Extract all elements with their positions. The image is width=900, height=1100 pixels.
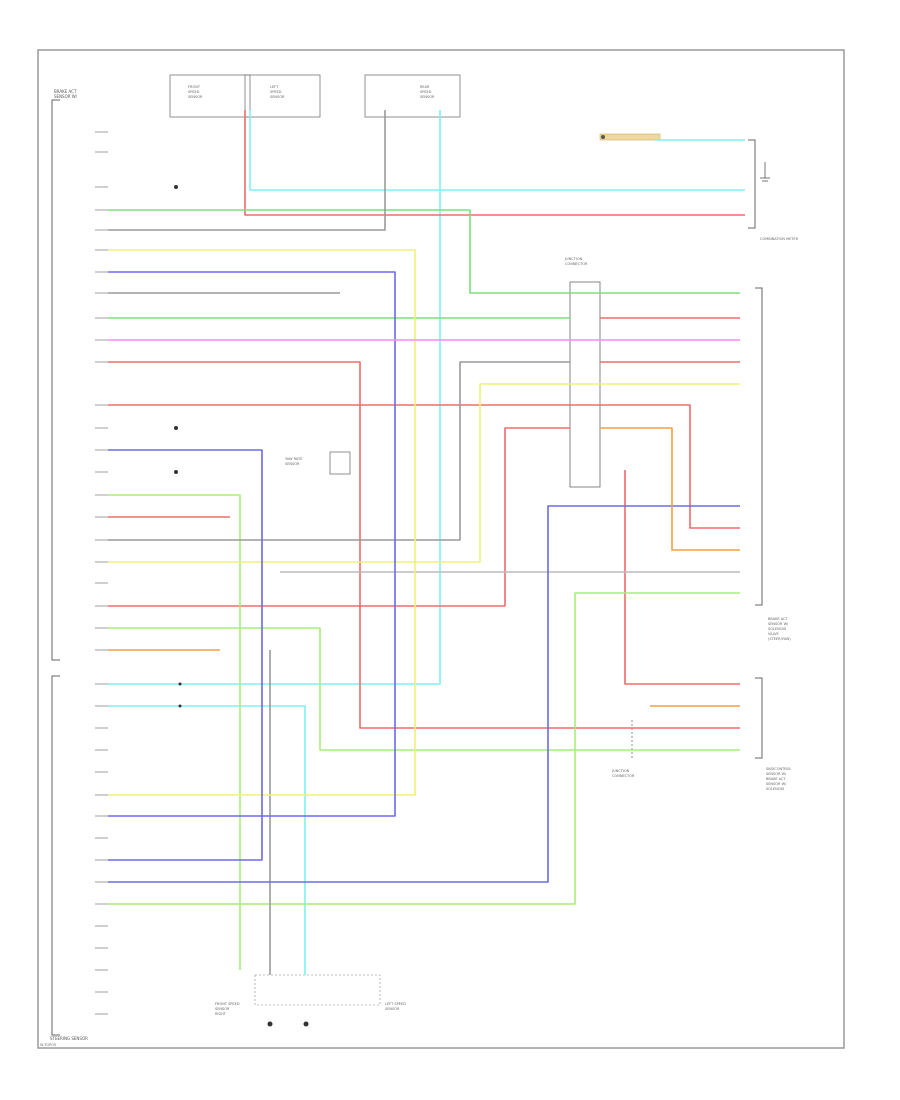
svg-text:REAR: REAR (420, 85, 430, 89)
meter-indicator (599, 133, 661, 141)
svg-text:SENSOR W/: SENSOR W/ (768, 622, 789, 626)
svg-text:FRONT: FRONT (188, 85, 201, 89)
svg-text:YAW RATE: YAW RATE (285, 457, 302, 461)
svg-text:SENSOR W/: SENSOR W/ (54, 94, 78, 99)
svg-text:RIGHT: RIGHT (215, 1012, 227, 1016)
right-ecu-label: BRAKE ACT SENSOR W/ SOLENOID VALVE (STEE… (768, 617, 791, 641)
svg-text:SENSOR: SENSOR (215, 1007, 230, 1011)
svg-text:SKIDCONTROL: SKIDCONTROL (766, 767, 791, 771)
right-ecu-lower-label: SKIDCONTROL SENSOR W/ BRAKE ACT SENSOR W… (766, 767, 791, 791)
junction-lower-label: JUNCTION CONNECTOR (611, 769, 635, 778)
top-sensor-box-b (244, 74, 321, 118)
svg-text:SPEED: SPEED (188, 90, 200, 94)
right-ecu-lower-bracket (755, 677, 763, 759)
connector-icon (303, 1021, 309, 1027)
splice-icon (178, 704, 182, 708)
svg-text:CONNECTOR: CONNECTOR (612, 774, 635, 778)
pin-ticks (95, 131, 108, 1015)
top-sensor-labels: FRONT SPEED SENSOR LEFT SPEED SENSOR REA… (188, 85, 435, 99)
ecu-bracket-bottom (51, 675, 60, 1036)
svg-text:JUNCTION: JUNCTION (611, 769, 630, 773)
combination-meter-label: COMBINATION METER (760, 237, 799, 241)
combination-meter-bracket (748, 139, 756, 229)
svg-text:SOLENOID: SOLENOID (766, 787, 785, 791)
svg-text:CONNECTOR: CONNECTOR (565, 262, 588, 266)
svg-text:SPEED: SPEED (420, 90, 432, 94)
splice-markers (174, 185, 182, 708)
svg-text:SENSOR: SENSOR (385, 1007, 400, 1011)
footer-label: W-TOPOS (40, 1043, 57, 1047)
svg-text:LEFT SPEED: LEFT SPEED (385, 1002, 406, 1006)
right-ecu-bracket (755, 287, 763, 606)
svg-text:SENSOR: SENSOR (420, 95, 435, 99)
splice-icon (174, 470, 178, 474)
svg-text:SENSOR: SENSOR (188, 95, 203, 99)
bottom-left-sensor-label: FRONT SPEED SENSOR RIGHT (215, 1002, 240, 1016)
yaw-rate-sensor-label: YAW RATE SENSOR (285, 457, 302, 466)
svg-text:LEFT: LEFT (270, 85, 279, 89)
top-sensor-box-c (364, 74, 461, 118)
svg-text:SPEED: SPEED (270, 90, 282, 94)
splice-icon (174, 185, 178, 189)
svg-text:(STEER/YAW): (STEER/YAW) (768, 637, 791, 641)
splice-icon (174, 426, 178, 430)
yaw-rate-sensor-box (329, 451, 351, 475)
diagram-frame (37, 49, 845, 1049)
svg-text:SENSOR: SENSOR (285, 462, 300, 466)
svg-text:SENSOR W/: SENSOR W/ (766, 782, 787, 786)
bottom-connector-icons (254, 974, 381, 1027)
wires (108, 110, 745, 975)
sensor-bottom-label: STEERING SENSOR (50, 1036, 88, 1041)
ground-icon (760, 162, 770, 182)
splice-icon (178, 682, 182, 686)
ecu-bracket-top (51, 99, 60, 661)
svg-text:BRAKE ACT: BRAKE ACT (54, 89, 77, 94)
svg-text:SENSOR: SENSOR (270, 95, 285, 99)
svg-text:JUNCTION: JUNCTION (564, 257, 583, 261)
svg-text:BRAKE ACT: BRAKE ACT (768, 617, 788, 621)
svg-text:BRAKE ACT: BRAKE ACT (766, 777, 786, 781)
top-sensor-box-a (169, 74, 251, 118)
ecu-top-label: BRAKE ACT SENSOR W/ (54, 89, 78, 99)
svg-text:FRONT SPEED: FRONT SPEED (215, 1002, 240, 1006)
bottom-right-sensor-label: LEFT SPEED SENSOR (385, 1002, 406, 1011)
svg-text:SOLENOID: SOLENOID (768, 627, 787, 631)
svg-text:VALVE: VALVE (768, 632, 779, 636)
junction-mid-label: JUNCTION CONNECTOR (564, 257, 588, 266)
svg-text:SENSOR W/: SENSOR W/ (766, 772, 787, 776)
connector-icon (267, 1021, 273, 1027)
